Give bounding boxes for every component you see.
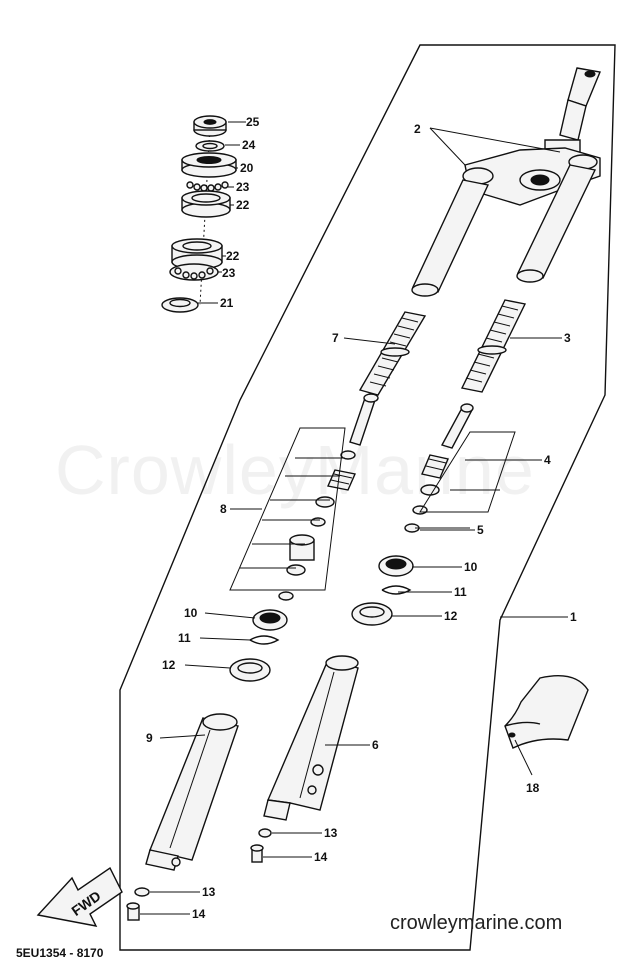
callout-23b: 23 xyxy=(222,266,236,280)
diagram-code: 5EU1354 - 8170 xyxy=(16,946,104,960)
callout-8: 8 xyxy=(220,502,227,516)
part-14-bolt-right xyxy=(250,844,264,863)
steering-head-parts xyxy=(161,115,237,313)
part-11-clip-left xyxy=(249,635,280,645)
part-6-outer-tube-right xyxy=(263,655,359,821)
callout-2: 2 xyxy=(414,122,421,136)
callout-14b: 14 xyxy=(192,907,206,921)
callout-4: 4 xyxy=(544,453,551,467)
callout-13b: 13 xyxy=(202,885,216,899)
damper-rod-right xyxy=(404,403,474,533)
part-10-oil-seal-right xyxy=(378,555,414,577)
callout-9: 9 xyxy=(146,731,153,745)
callout-6: 6 xyxy=(372,738,379,752)
callout-21: 21 xyxy=(220,296,234,310)
assembly-frame xyxy=(119,44,616,951)
part-23-ball-bearing-lower xyxy=(169,263,219,281)
callout-7: 7 xyxy=(332,331,339,345)
bracket-lines-4-8 xyxy=(229,427,516,591)
part-2-steering-stem-bracket xyxy=(462,67,601,206)
fwd-direction-arrow: FWD xyxy=(36,866,123,927)
part-13-washer-left xyxy=(134,887,150,897)
callout-5: 5 xyxy=(477,523,484,537)
callout-22a: 22 xyxy=(236,198,250,212)
damper-rod-left xyxy=(278,393,379,601)
callout-24: 24 xyxy=(242,138,256,152)
part-21-dust-seal xyxy=(161,297,199,313)
part-13-washer-right xyxy=(258,828,272,838)
part-7-fork-spring-left xyxy=(358,311,427,396)
part-9-outer-tube-left xyxy=(145,713,239,871)
callout-12b: 12 xyxy=(444,609,458,623)
part-23-ball-bearing-upper xyxy=(186,181,229,192)
callout-23a: 23 xyxy=(236,180,250,194)
callout-11a: 11 xyxy=(178,631,191,645)
callout-11b: 11 xyxy=(454,585,467,599)
part-20-adjust-nut xyxy=(181,152,237,178)
callout-22b: 22 xyxy=(226,249,240,263)
callout-14a: 14 xyxy=(314,850,328,864)
website-url: crowleymarine.com xyxy=(390,912,563,934)
callout-18: 18 xyxy=(526,781,540,795)
part-22-bearing-race-upper xyxy=(181,190,231,218)
leader-lines xyxy=(140,121,568,915)
callout-13a: 13 xyxy=(324,826,338,840)
part-10-oil-seal-left xyxy=(252,609,288,631)
callout-20: 20 xyxy=(240,161,254,175)
callout-3: 3 xyxy=(564,331,571,345)
callout-labels: 2 25 24 20 23 22 22 23 21 7 3 4 8 5 10 1… xyxy=(146,115,577,921)
part-25-ring-nut xyxy=(193,115,227,137)
callout-10a: 10 xyxy=(184,606,198,620)
part-24-washer xyxy=(195,140,225,152)
part-12-dust-seal-right xyxy=(351,602,393,626)
callout-1: 1 xyxy=(570,610,577,624)
part-14-bolt-left xyxy=(126,902,140,921)
part-18-fork-guard xyxy=(504,675,589,749)
callout-12a: 12 xyxy=(162,658,176,672)
callout-25: 25 xyxy=(246,115,260,129)
part-11-clip-right xyxy=(381,585,412,595)
callout-10b: 10 xyxy=(464,560,478,574)
part-3-fork-spring-right xyxy=(460,299,527,393)
fork-inner-tubes xyxy=(411,164,597,297)
part-12-dust-seal-left xyxy=(229,658,271,682)
